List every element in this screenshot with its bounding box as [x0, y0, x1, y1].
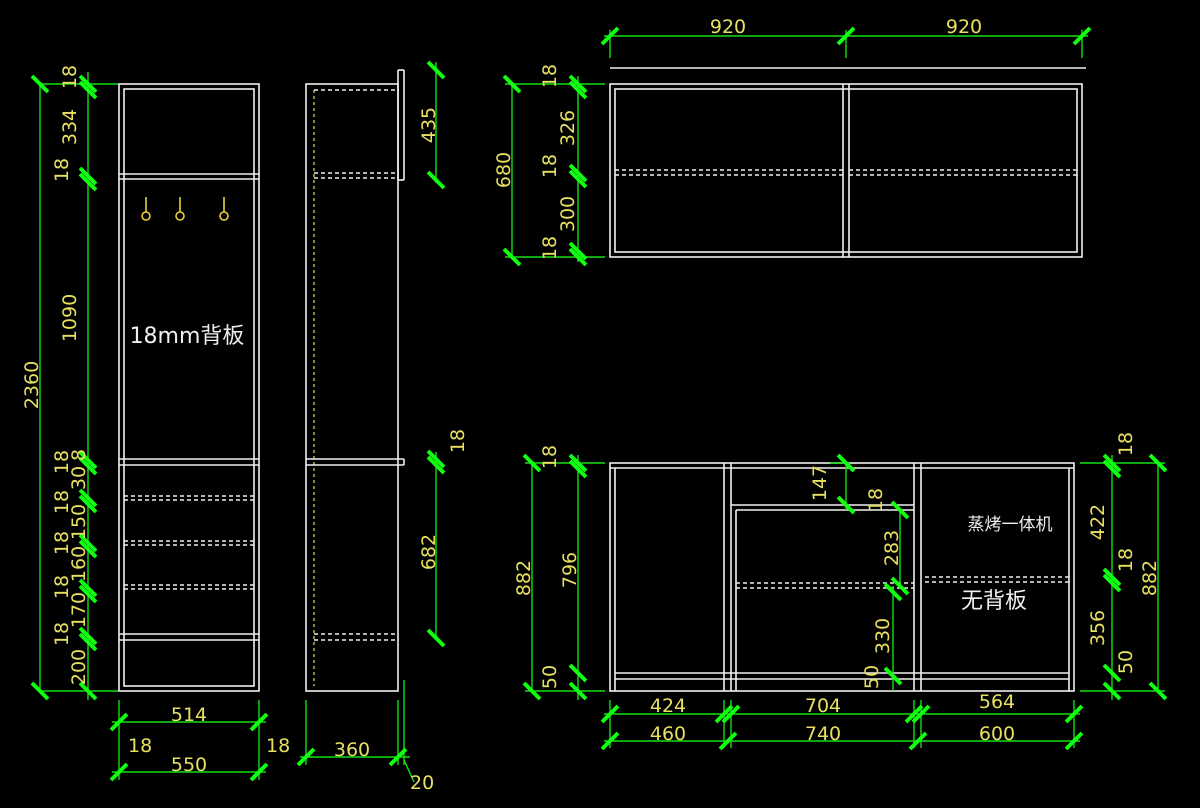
dim-label: 18	[51, 622, 73, 646]
dim-label: 18	[539, 154, 561, 178]
wall-cabinet-dimensions: 920 920 680 18 326 18 300 18	[493, 16, 1092, 267]
no-back-panel-label: 无背板	[961, 589, 1027, 614]
dim-882: 882	[513, 560, 535, 596]
dim-label: 283	[881, 530, 903, 566]
dim-514: 514	[171, 704, 207, 726]
base-cabinet-dimensions: 882 796 18 50 147 18 283 330 50 18 422 1…	[513, 432, 1168, 751]
dim-label: 170	[68, 592, 90, 628]
dim-796: 796	[559, 552, 581, 588]
coat-hook-icon	[141, 197, 151, 221]
dim-label: 460	[650, 723, 686, 745]
dim-label: 1090	[59, 294, 81, 342]
dim-label: 200	[68, 649, 90, 685]
dim-360: 360	[334, 739, 370, 761]
dim-label: 326	[557, 110, 579, 146]
dim-435: 435	[418, 107, 440, 143]
dim-label: 8	[68, 449, 90, 461]
dim-label: 147	[809, 465, 831, 501]
dim-882: 882	[1139, 560, 1161, 596]
base-cabinet-front-view: 蒸烤一体机 无背板	[609, 462, 1075, 692]
dim-label: 50	[1115, 650, 1137, 674]
side-view-dimensions: 435 18 682 360 20	[296, 60, 469, 794]
dim-2360: 2360	[21, 361, 43, 409]
tall-cabinet-front-view: 18mm背板	[118, 83, 260, 692]
dim-label: 150	[68, 504, 90, 540]
dim-label: 424	[650, 695, 686, 717]
dim-label: 18	[51, 490, 73, 514]
dim-label: 18	[1115, 548, 1137, 572]
dim-20: 20	[410, 772, 434, 794]
dim-label: 18	[539, 236, 561, 260]
dim-920: 920	[710, 16, 746, 38]
dim-label: 18	[51, 158, 73, 182]
dim-label: 18	[539, 64, 561, 88]
dim-label: 422	[1087, 504, 1109, 540]
tall-cabinet-side-view	[305, 69, 405, 692]
back-panel-label: 18mm背板	[130, 324, 245, 349]
dim-label: 18	[266, 735, 290, 757]
dim-label: 704	[805, 695, 841, 717]
dim-label: 18	[128, 735, 152, 757]
dim-label: 334	[59, 109, 81, 145]
wall-cabinet-front-view	[609, 67, 1086, 258]
dim-680: 680	[493, 152, 515, 188]
dim-920: 920	[946, 16, 982, 38]
appliance-label: 蒸烤一体机	[968, 515, 1053, 535]
dim-label: 18	[539, 445, 561, 469]
dim-label: 600	[979, 723, 1015, 745]
dim-label: 18	[59, 65, 81, 89]
dim-label: 30	[68, 466, 90, 490]
coat-hook-icon	[175, 197, 185, 221]
dim-label: 50	[861, 665, 883, 689]
dim-label: 18	[51, 575, 73, 599]
dim-682: 682	[418, 534, 440, 570]
front-view-width-dimensions: 514 550 18 18	[109, 700, 290, 782]
dim-label: 564	[979, 691, 1015, 713]
dim-label: 18	[865, 488, 887, 512]
front-view-height-dimensions: 2360 18 334 18 1090 18 30 8 18 150 18 16…	[21, 65, 118, 701]
dim-label: 160	[68, 546, 90, 582]
coat-hook-icon	[219, 197, 229, 221]
dim-label: 740	[805, 723, 841, 745]
dim-label: 18	[1115, 432, 1137, 456]
dim-label: 18	[447, 429, 469, 453]
dim-label: 18	[51, 450, 73, 474]
dim-label: 330	[872, 618, 894, 654]
dim-label: 300	[557, 196, 579, 232]
dim-label: 356	[1087, 610, 1109, 646]
dim-label: 18	[51, 531, 73, 555]
dim-550: 550	[171, 754, 207, 776]
dim-label: 50	[539, 665, 561, 689]
